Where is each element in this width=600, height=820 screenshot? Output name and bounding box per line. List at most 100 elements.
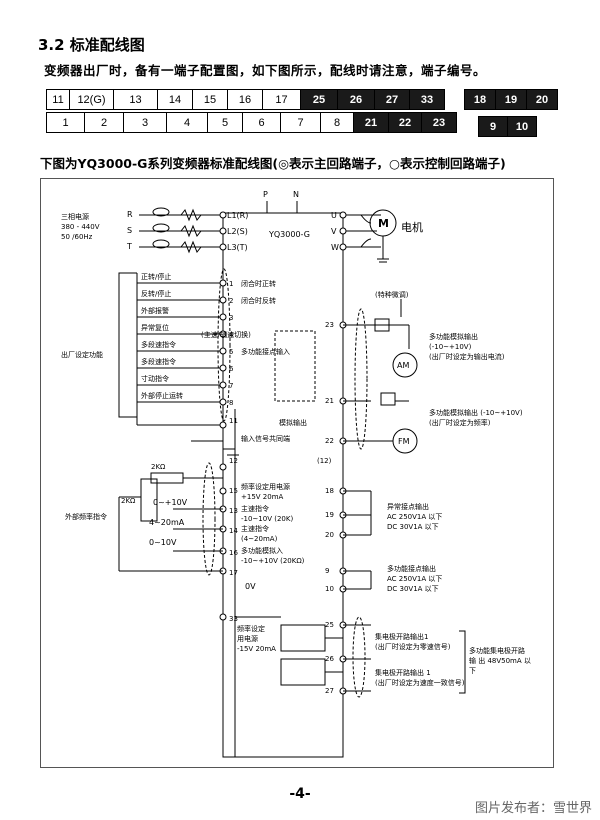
terminal-12b: (12) bbox=[317, 457, 332, 465]
terminal-cell: 23 bbox=[421, 112, 457, 133]
power-label-1: 三相电源 bbox=[61, 212, 89, 221]
pot-label-2: 2KΩ bbox=[121, 497, 136, 505]
input-switch-label: 寸动指令 bbox=[141, 374, 169, 383]
input-num: 2 bbox=[229, 297, 233, 305]
oc-num: 25 bbox=[325, 621, 334, 629]
output-w: W bbox=[331, 243, 339, 252]
terminal-n: N bbox=[293, 190, 299, 199]
terminal-cell: 2 bbox=[84, 112, 124, 133]
input-switch-label: 正转/停止 bbox=[141, 272, 171, 281]
fm-meter: FM bbox=[398, 437, 410, 446]
terminal-cell: 9 bbox=[478, 116, 508, 137]
input-l3: L3(T) bbox=[227, 243, 248, 252]
t33-desc: 用电源 bbox=[237, 634, 258, 643]
relay-num: 20 bbox=[325, 531, 334, 539]
page-number: -4- bbox=[289, 786, 311, 802]
terminal-p: P bbox=[263, 190, 268, 199]
power-label-3: 50 /60Hz bbox=[61, 233, 93, 241]
terminal-23: 23 bbox=[325, 321, 334, 329]
input-desc: 闭合时正转 bbox=[241, 279, 276, 288]
power-label-2: 380 - 440V bbox=[61, 223, 100, 231]
input-desc: (主速/辅速切换) bbox=[201, 330, 251, 339]
v-range: 0~+10V bbox=[153, 498, 188, 507]
analog-out1: (出厂时设定为输出电流) bbox=[429, 352, 505, 361]
terminal-cell: 20 bbox=[526, 89, 558, 110]
terminal-cell: 17 bbox=[262, 89, 301, 110]
terminal-cell: 11 bbox=[46, 89, 70, 110]
terminal-cell: 1 bbox=[46, 112, 85, 133]
terminal-cell: 4 bbox=[166, 112, 208, 133]
terminal-cell: 33 bbox=[409, 89, 445, 110]
intro-text: 变频器出厂时，备有一端子配置图，如下图所示，配线时请注意，端子编号。 bbox=[44, 63, 487, 78]
relay1-label: 异常接点输出 bbox=[387, 502, 429, 511]
terminal-12: 12 bbox=[229, 457, 238, 465]
relay-num: 9 bbox=[325, 567, 329, 575]
input-l2: L2(S) bbox=[227, 227, 248, 236]
terminal-cell: 16 bbox=[227, 89, 263, 110]
input-desc: 多功能接点输入 bbox=[241, 347, 290, 356]
terminal-row-top: 11 12(G) 13 14 15 16 17 25 26 27 33 bbox=[46, 89, 445, 110]
oc-total-label: 输 出 48V50mA 以 bbox=[469, 656, 531, 665]
analog-num: 13 bbox=[229, 507, 238, 515]
relay-num: 10 bbox=[325, 585, 334, 593]
analog-out-box-label: 模拟输出 bbox=[279, 418, 307, 427]
terminal-row-top-right: 18 19 20 bbox=[464, 89, 558, 110]
phase-r: R bbox=[127, 210, 133, 219]
terminal-cell: 26 bbox=[337, 89, 375, 110]
wiring-diagram: 三相电源 380 - 440V 50 /60Hz R S T L1(R) L2(… bbox=[61, 190, 531, 758]
t33-desc: 频率设定 bbox=[237, 624, 265, 633]
analog-val: -10~10V (20K) bbox=[241, 515, 293, 523]
oc1-label: (出厂时设定为零速信号) bbox=[375, 642, 451, 651]
analog-out1: (-10~+10V) bbox=[429, 343, 472, 351]
input-switch-label: 异常复位 bbox=[141, 323, 169, 332]
freq-cmd-label: 外部频率指令 bbox=[65, 512, 107, 521]
input-switch-label: 反转/停止 bbox=[141, 289, 171, 298]
terminal-cell: 13 bbox=[113, 89, 158, 110]
terminal-cell: 25 bbox=[300, 89, 338, 110]
analog-val: 0V bbox=[245, 582, 256, 591]
oc-total-label: 多功能集电极开路 bbox=[469, 646, 525, 655]
t33-desc: -15V 20mA bbox=[237, 645, 276, 653]
terminal-cell: 12(G) bbox=[69, 89, 114, 110]
wiring-diagram-frame: 三相电源 380 - 440V 50 /60Hz R S T L1(R) L2(… bbox=[40, 178, 554, 768]
diagram-heading: 下图为YQ3000-G系列变频器标准配线图(◎表示主回路端子，○表示控制回路端子… bbox=[40, 156, 506, 171]
analog-num: 15 bbox=[229, 487, 238, 495]
terminal-row-bottom-right: 9 10 bbox=[478, 116, 537, 137]
image-credit: 图片发布者：雪世界 bbox=[474, 801, 592, 816]
relay2-label: AC 250V1A 以下 bbox=[387, 575, 442, 583]
terminal-cell: 18 bbox=[464, 89, 496, 110]
relay2-label: 多功能接点输出 bbox=[387, 564, 436, 573]
relay1-label: DC 30V1A 以下 bbox=[387, 523, 439, 531]
relay-num: 19 bbox=[325, 511, 334, 519]
terminal-cell: 27 bbox=[374, 89, 410, 110]
terminal-cell: 14 bbox=[157, 89, 193, 110]
analog-val: -10~+10V (20KΩ) bbox=[241, 557, 305, 565]
output-u: U bbox=[331, 211, 337, 220]
analog-out1: 多功能模拟输出 bbox=[429, 332, 478, 341]
pot-label: 2KΩ bbox=[151, 463, 166, 471]
phase-t: T bbox=[126, 242, 132, 251]
analog-out2: 多功能模拟输出 (-10~+10V) bbox=[429, 408, 523, 417]
relay-num: 18 bbox=[325, 487, 334, 495]
input-num: 5 bbox=[229, 348, 233, 356]
analog-num: 16 bbox=[229, 549, 238, 557]
oc2-label: (出厂时设定为速度一致信号) bbox=[375, 678, 465, 687]
phase-s: S bbox=[127, 226, 132, 235]
v-range-2: 0~10V bbox=[149, 538, 177, 547]
terminal-cell: 22 bbox=[388, 112, 422, 133]
terminal-cell: 8 bbox=[320, 112, 354, 133]
input-switch-label: 外部停止运转 bbox=[141, 391, 183, 400]
input-num: 4 bbox=[229, 331, 234, 339]
model-label: YQ3000-G bbox=[268, 230, 310, 239]
terminal-11: 11 bbox=[229, 417, 238, 425]
analog-num: 17 bbox=[229, 569, 238, 577]
input-num: 1 bbox=[229, 280, 233, 288]
oc1-label: 集电极开路输出1 bbox=[375, 632, 428, 641]
oc-num: 27 bbox=[325, 687, 334, 695]
input-switch-label: 多段速指令 bbox=[141, 340, 176, 349]
inverter-body bbox=[222, 212, 344, 758]
input-common-label: 输入信号共同端 bbox=[241, 434, 290, 443]
analog-out2: (出厂时设定为频率) bbox=[429, 418, 491, 427]
output-v: V bbox=[331, 227, 337, 236]
analog-num: 14 bbox=[229, 527, 238, 535]
